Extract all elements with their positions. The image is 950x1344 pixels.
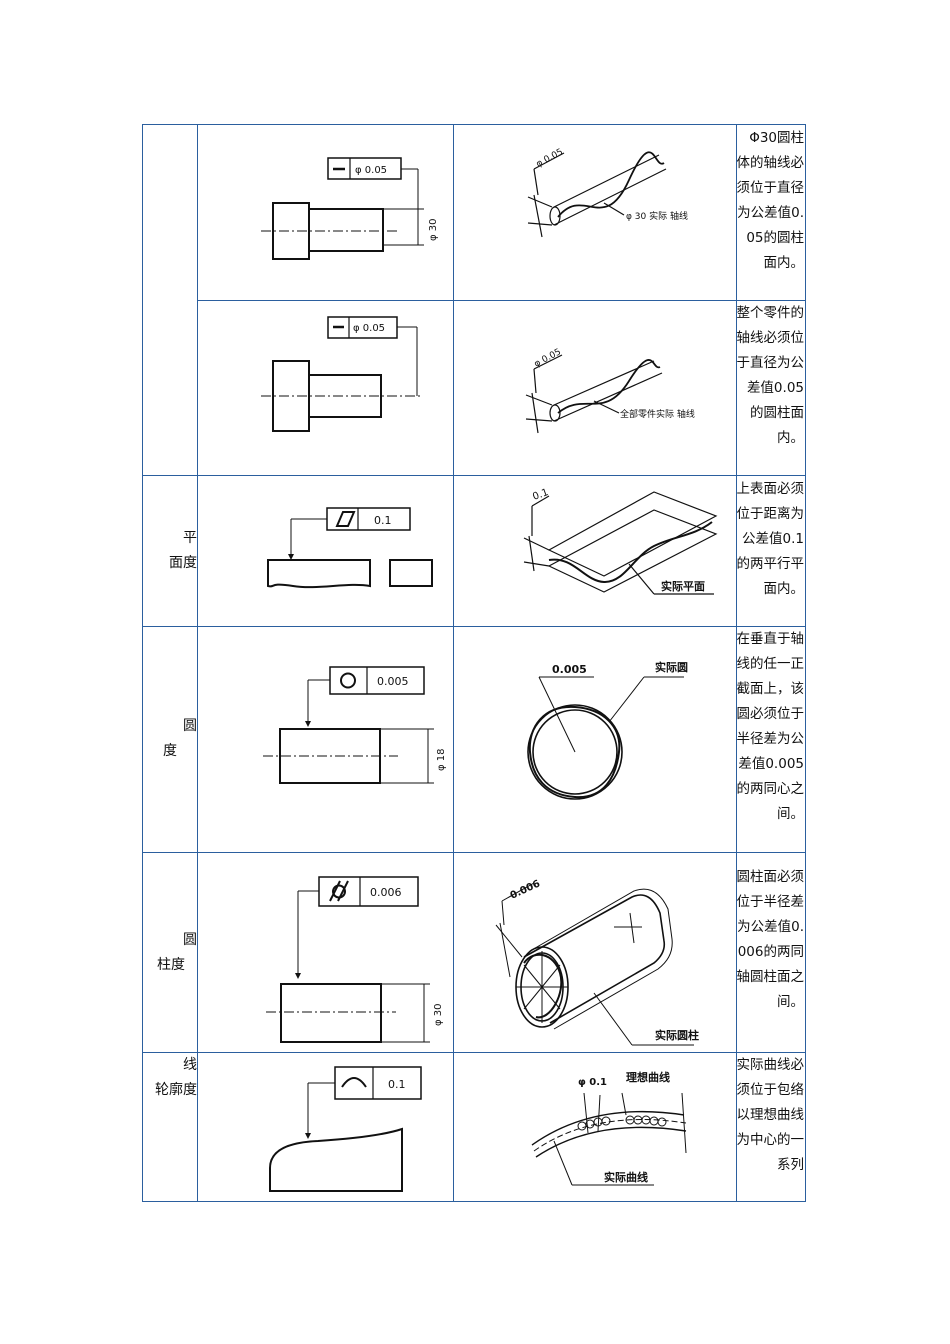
drawing-roundness: 0.005 φ 18	[198, 627, 453, 852]
row-divider	[143, 1052, 805, 1053]
description-roundness: 在垂直于轴线的任一正截面上，该圆必须位于半径差为公差值0.005的两同心之间。	[736, 631, 805, 822]
zone-tolerance: φ 0.1	[578, 1077, 607, 1088]
zone-tolerance: 0.005	[552, 663, 587, 676]
zone-tolerance: φ 0.05	[535, 147, 565, 169]
zone-label: φ 30 实际 轴线	[626, 210, 688, 222]
row-divider	[197, 300, 805, 301]
roundness-icon	[340, 672, 356, 689]
drawing-straightness-part: φ 0.05	[198, 301, 453, 475]
name-line: 面度	[169, 555, 197, 571]
dimension-value: φ 30	[433, 1004, 444, 1027]
description-flatness: 上表面必须位于距离为公差值0.1的两平行平面内。	[736, 481, 805, 597]
zone-label: 实际圆柱	[655, 1028, 699, 1042]
zone-flatness: 0.1 实际平面	[454, 476, 736, 626]
column-divider	[736, 125, 737, 1201]
row-divider	[143, 626, 805, 627]
tolerance-name-roundness: 圆 度	[143, 714, 197, 764]
zone-line-profile: φ 0.1 理想曲线 实际曲线	[454, 1053, 736, 1203]
description-straightness-part: 整个零件的轴线必须位于直径为公差值0.05的圆柱面内。	[736, 305, 805, 446]
tolerance-name-cylindricity: 圆 柱度	[143, 928, 197, 978]
zone-roundness: 0.005 实际圆	[454, 627, 736, 852]
zone-label-actual: 实际曲线	[604, 1170, 648, 1184]
drawing-straightness-cylinder: φ 0.05 φ 30	[198, 125, 453, 300]
zone-straightness-part: φ 0.05 全部零件实际 轴线	[454, 301, 736, 475]
tolerance-name-flatness: 平 面度	[143, 526, 197, 576]
tolerance-value: φ 0.05	[353, 323, 385, 334]
tolerance-value: 0.005	[377, 675, 409, 688]
name-line: 圆	[183, 718, 197, 734]
cylindricity-icon	[329, 880, 349, 902]
zone-tolerance: φ 0.05	[533, 347, 563, 369]
name-line: 圆	[183, 932, 197, 948]
tolerance-table: 平 面度 圆 度 圆 柱度 线 轮廓度 Φ30圆柱体的轴线必须位于直径为公差值0…	[142, 124, 806, 1202]
name-line: 线	[183, 1057, 197, 1073]
row-divider	[143, 852, 805, 853]
zone-label: 全部零件实际 轴线	[620, 408, 695, 420]
zone-tolerance: 0.1	[531, 487, 550, 503]
zone-straightness-cylinder: φ 0.05 φ 30 实际 轴线	[454, 125, 736, 300]
tolerance-value: φ 0.05	[355, 165, 387, 176]
description-cylindricity: 圆柱面必须位于半径差为公差值0.006的两同轴圆柱面之间。	[736, 869, 805, 1010]
line-profile-icon	[341, 1077, 367, 1088]
name-line: 柱度	[157, 957, 185, 973]
dimension-value: φ 30	[428, 219, 439, 242]
name-line: 度	[163, 743, 177, 759]
tolerance-value: 0.1	[388, 1078, 406, 1091]
description-straightness-cylinder: Φ30圆柱体的轴线必须位于直径为公差值0.05的圆柱面内。	[736, 130, 805, 271]
zone-tolerance: 0.006	[509, 878, 542, 901]
drawing-cylindricity: 0.006 φ 30	[198, 853, 453, 1052]
drawing-flatness: 0.1	[198, 476, 453, 626]
zone-label: 实际平面	[661, 579, 705, 593]
column-divider	[453, 125, 454, 1201]
flatness-icon	[335, 511, 356, 527]
zone-cylindricity: 0.006 实际圆柱	[454, 853, 736, 1052]
tolerance-value: 0.006	[370, 886, 402, 899]
zone-label-ideal: 理想曲线	[626, 1070, 670, 1084]
zone-label: 实际圆	[655, 660, 688, 674]
column-divider	[197, 125, 198, 1201]
name-line: 轮廓度	[155, 1082, 197, 1098]
row-divider	[143, 475, 805, 476]
drawing-line-profile: 0.1	[198, 1053, 453, 1203]
tolerance-name-line-profile: 线 轮廓度	[143, 1053, 197, 1103]
description-line-profile: 实际曲线必须位于包络以理想曲线为中心的一系列	[736, 1057, 805, 1173]
name-line: 平	[183, 530, 197, 546]
dimension-value: φ 18	[436, 749, 447, 772]
tolerance-value: 0.1	[374, 514, 392, 527]
